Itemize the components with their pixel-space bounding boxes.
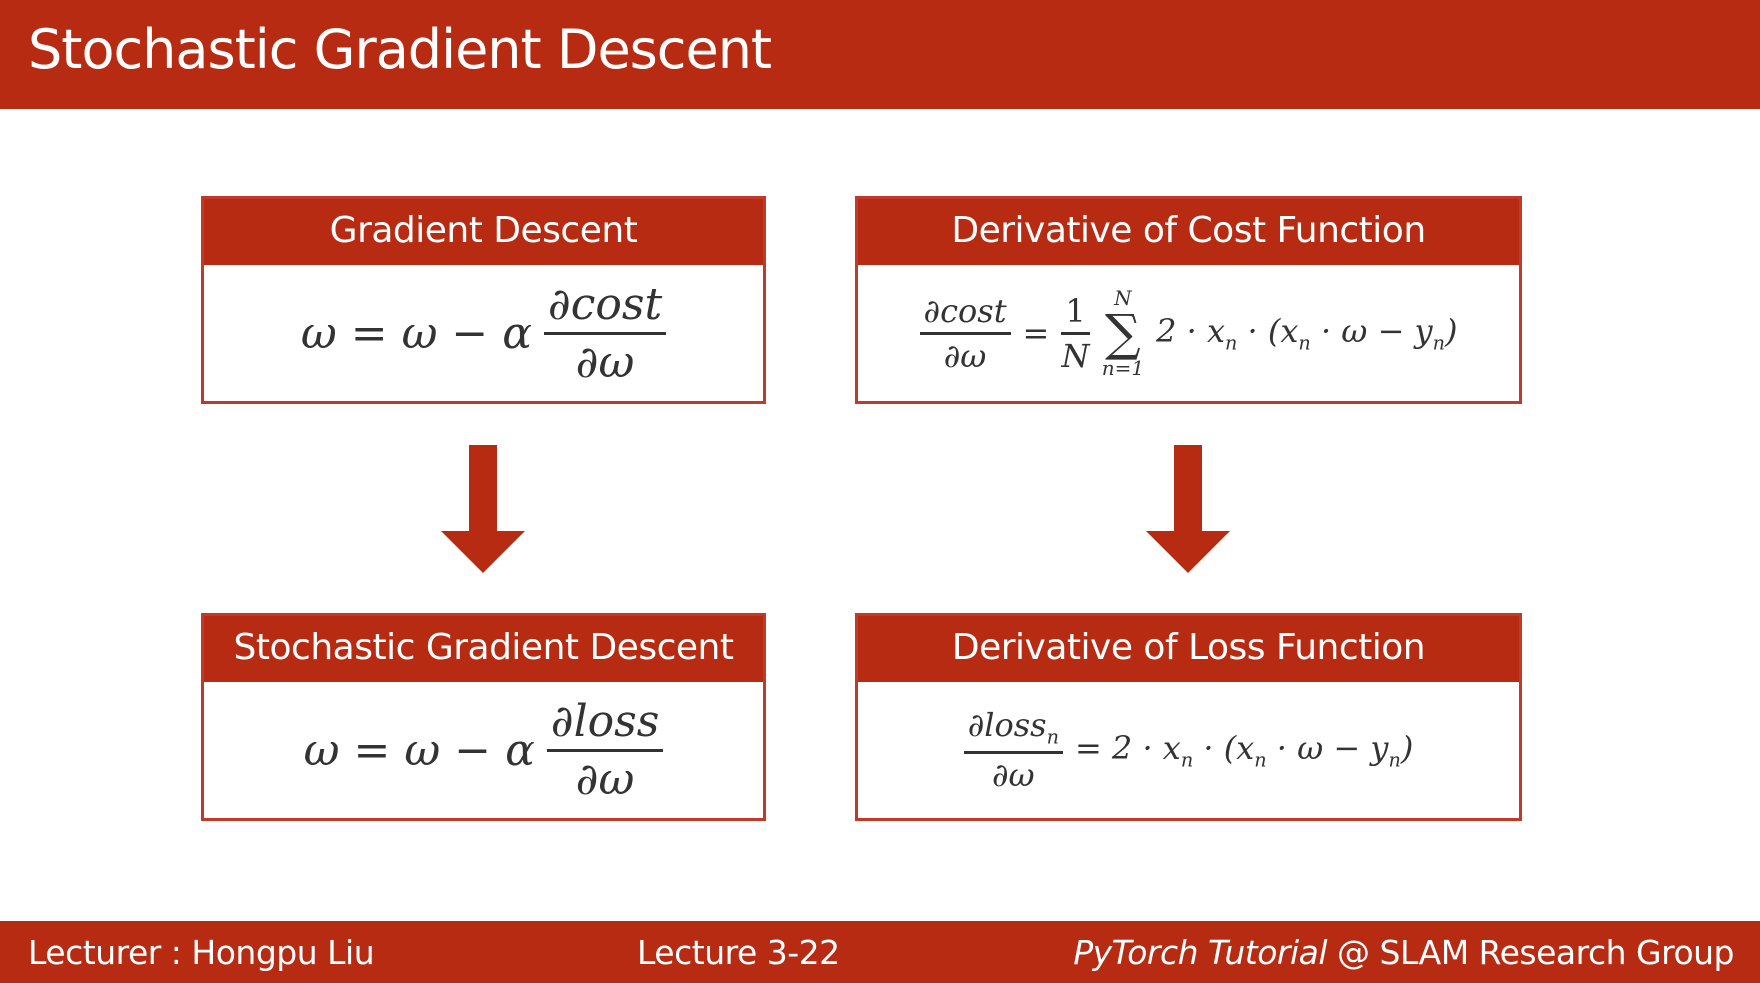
fraction: ∂cost∂ω xyxy=(544,279,667,388)
fraction: ∂loss∂ω xyxy=(546,696,664,805)
formula-lhs: ω = ω − α xyxy=(303,724,535,776)
slide-title: Stochastic Gradient Descent xyxy=(28,18,772,81)
lecturer-label: Lecturer : Hongpu Liu xyxy=(28,933,375,972)
sum-symbol: ∑ xyxy=(1105,304,1141,362)
fraction: ∂cost∂ω xyxy=(919,292,1011,375)
box-title: Derivative of Loss Function xyxy=(858,616,1519,682)
numerator: ∂cost xyxy=(919,292,1011,335)
group-name: @ SLAM Research Group xyxy=(1327,933,1734,972)
numerator: 1 xyxy=(1061,292,1090,335)
denominator: ∂ω xyxy=(991,755,1035,794)
numerator: ∂cost xyxy=(544,279,667,335)
box-title: Stochastic Gradient Descent xyxy=(204,616,763,682)
denominator: ∂ω xyxy=(575,336,635,388)
course-name: PyTorch Tutorial xyxy=(1073,933,1328,972)
summation: N∑n=1 xyxy=(1102,288,1144,378)
lecture-number: Lecture 3-22 xyxy=(637,933,840,972)
derivative-loss-box: Derivative of Loss Function ∂lossn∂ω = 2… xyxy=(855,613,1522,821)
formula-rhs: 2 · xn · (xn · ω − yn) xyxy=(1156,311,1458,355)
sum-upper: N xyxy=(1114,286,1132,310)
denominator: ∂ω xyxy=(943,336,987,375)
numerator: ∂loss xyxy=(546,696,664,752)
gradient-descent-box: Gradient Descent ω = ω − α ∂cost∂ω xyxy=(201,196,766,404)
down-arrow-icon xyxy=(1146,445,1230,573)
box-title: Gradient Descent xyxy=(204,199,763,265)
formula-lhs: ω = ω − α xyxy=(300,307,532,359)
gradient-descent-formula: ω = ω − α ∂cost∂ω xyxy=(300,279,667,388)
course-label: PyTorch Tutorial @ SLAM Research Group xyxy=(1073,933,1734,972)
equals: = xyxy=(1022,314,1050,352)
formula-rhs: = 2 · xn · (xn · ω − yn) xyxy=(1074,728,1414,772)
box-title: Derivative of Cost Function xyxy=(858,199,1519,265)
sum-lower: n=1 xyxy=(1101,356,1145,380)
title-bar: Stochastic Gradient Descent xyxy=(0,0,1760,109)
sgd-formula: ω = ω − α ∂loss∂ω xyxy=(304,696,664,805)
down-arrow-icon xyxy=(441,445,525,573)
footer-bar: Lecturer : Hongpu Liu Lecture 3-22 PyTor… xyxy=(0,921,1760,983)
numerator: ∂lossn xyxy=(963,706,1063,754)
loss-derivative-formula: ∂lossn∂ω = 2 · xn · (xn · ω − yn) xyxy=(963,706,1414,794)
sgd-box: Stochastic Gradient Descent ω = ω − α ∂l… xyxy=(201,613,766,821)
denominator: ∂ω xyxy=(575,753,635,805)
denominator: N xyxy=(1061,336,1090,375)
fraction: ∂lossn∂ω xyxy=(963,706,1063,794)
